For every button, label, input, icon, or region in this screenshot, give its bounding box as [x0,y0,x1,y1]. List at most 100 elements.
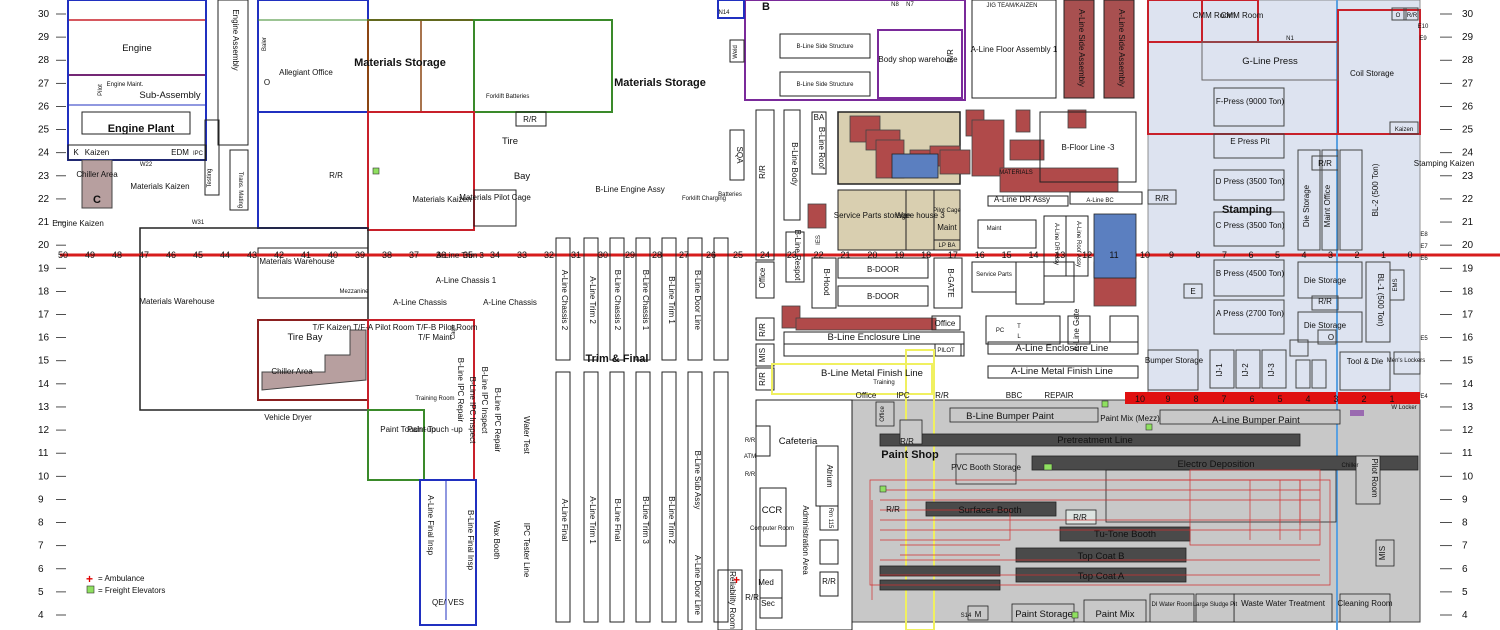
edm-label: EDM [171,148,189,157]
a-line-chassis-b-label: A-Line Chassis [483,298,537,307]
materials-warehouse-2-label: Materials Warehouse [259,257,335,266]
a-line-roof-assy-label: A-Line Roof Assy [1075,221,1081,267]
row-number: 4 [38,610,44,621]
mis-body-label: MIS [758,348,767,362]
column-number: 14 [1028,250,1038,260]
rm-115-label: Rm 115 [827,508,833,529]
row-number: 8 [1462,518,1468,529]
column-number: 16 [975,250,985,260]
legend: + = Ambulance = Freight Elevators [86,572,165,595]
a-line-floor-assembly-1-label: A-Line Floor Assembly 1 [971,45,1058,54]
a-press-label: A Press (2700 Ton) [1216,309,1284,318]
t-label: T [1017,324,1021,330]
cafeteria-label: Cafeteria [779,436,818,447]
row-number: 15 [38,356,50,367]
column-number: 9 [1169,250,1174,260]
die-storage-3-label: Die Storage [1304,321,1347,330]
s14-label: S14 [961,613,972,619]
row-number: 20 [1462,240,1474,251]
trim-line-bar [609,237,625,361]
freight-elevator-markers [372,167,1153,619]
column-number: 24 [760,250,770,260]
row-number: 7 [1462,541,1468,552]
e9-label: E9 [1419,36,1427,42]
column-number: 45 [193,250,203,260]
ipc-label: IPC [193,151,204,157]
column-number: 40 [328,250,338,260]
column-number: 13 [1055,250,1065,260]
forklift-charging-label: Forklift Charging [682,196,726,202]
office-body-label: Office [758,267,767,288]
b-line-ipc-repair-2-label: B-Line IPC Repair [493,388,502,453]
tf-maint-label: T/F Maint [418,333,453,342]
pilot-label: Pilot [98,84,104,96]
a-line-side-assembly-label: A-Line Side Assembly [1077,9,1086,87]
rr-stamping-4-label: R/R [1318,297,1332,306]
a-line-bumper-paint-label: A-Line Bumper Paint [1212,415,1300,426]
top-coat-b-label: Top Coat B [1078,551,1125,562]
rr-body-3-label: R/R [935,391,949,400]
trim-final-label: Trim & Final [586,353,649,365]
o-2-label: O [1328,333,1334,342]
materials-storage-blue [257,0,369,229]
b-line-trim-1-label: B-Line Trim 1 [667,276,676,324]
w31-label: W31 [192,220,205,226]
tool-die-label: Tool & Die [1347,357,1384,366]
stamping-band-number: 2 [1361,394,1366,404]
computer-room-label: Computer Room [750,526,794,532]
a-line-side-assembly-2-label: A-Line Side Assembly [1117,9,1126,87]
ccr-label: CCR [762,505,783,516]
c-press-label: C Press (3500 Ton) [1216,221,1285,230]
a-line-trim-2-label: A-Line Trim 2 [588,276,597,324]
blue-block-1 [891,153,939,179]
column-number: 29 [625,250,635,260]
labels: Engine Engine Assembly Pilot Engine Main… [52,1,1474,629]
a-line-trim-1-label: A-Line Trim 1 [588,496,597,544]
a-line-chassis-label: A-Line Chassis [393,298,447,307]
warehouse-3-label: Ware house 3 [895,211,945,220]
column-number: 15 [1002,250,1012,260]
pc-label: PC [996,328,1005,334]
row-number: 11 [38,448,49,459]
column-number: 4 [1301,250,1306,260]
forklift-batteries-label: Forklift Batteries [486,94,529,100]
row-number: 29 [38,32,50,43]
rr-stamping-2-label: R/R [1318,159,1332,168]
a-line-chassis-2-label: A-Line Chassis 2 [560,270,569,331]
body-vertical-lines [755,109,1139,391]
kaizen-stamping-label: Kaizen [1395,127,1413,133]
stamping-band-number: 10 [1135,394,1145,404]
trim-line-bars [555,237,729,623]
row-number: 28 [38,55,50,66]
weld-label: Weld [733,45,739,59]
materials-kaizen-label: Materials Kaizen [412,195,471,204]
pilot-body-label: PILOT [937,348,955,354]
row-number: 11 [1462,448,1473,459]
column-number: 34 [490,250,500,260]
rr-paint-2-label: R/R [886,505,900,514]
row-number: 17 [38,310,50,321]
row-number: 26 [1462,101,1474,112]
f-press-label: F-Press (9000 Ton) [1216,97,1285,106]
service-parts-label: Service Parts [976,272,1012,278]
d-press-label: D Press (3500 Ton) [1216,177,1285,186]
paint-mix-mezz-label: Paint Mix (Mezz) [1100,414,1160,423]
med-label: Med [758,578,774,587]
trans-mating-label: Trans. Mating [237,172,243,208]
row-number: 13 [38,402,50,413]
column-number: 42 [274,250,284,260]
freight-elevator-legend-label: = Freight Elevators [98,586,165,595]
cmm-room-1-label: CMM Room [1193,11,1236,20]
rr-admin-3-label: R/R [822,577,836,586]
row-number: 9 [38,494,44,505]
jig-team-label: JIG TEAM/KAIZEN [987,3,1038,9]
a-line-dr-assy-label: A-Line DR Assy [994,195,1050,204]
chiller-area-label: Chiller Area [76,170,118,179]
stamping-kaizen-label: Stamping Kaizen [1414,159,1474,168]
row-number: 29 [1462,32,1474,43]
row-number-axis-left: 3029282726252423222120191817161514131211… [38,9,66,621]
chiller-label: Chiller [1341,463,1358,469]
e4-label: E4 [1420,394,1428,400]
column-number: 36 [436,250,446,260]
b-line-final-insp-label: B-Line Final Insp [466,510,475,571]
